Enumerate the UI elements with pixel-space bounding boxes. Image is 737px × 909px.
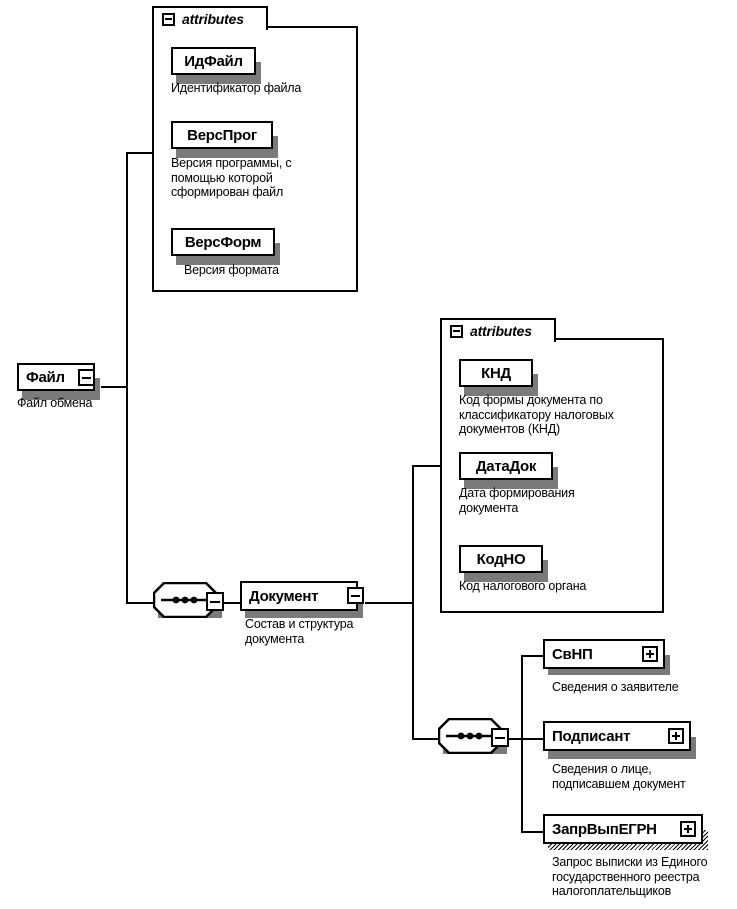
- node-dokument-toggle-minus-icon[interactable]: [347, 587, 364, 604]
- node-zaprvypegrn[interactable]: ЗапрВыпЕГРН: [543, 814, 703, 844]
- attributes-group-2-tab[interactable]: attributes: [440, 318, 556, 342]
- node-svnp-expand-plus-icon[interactable]: [642, 646, 658, 662]
- node-podpisant-label: Подписант: [552, 727, 631, 745]
- node-dokument-caption: Состав и структура документа: [245, 617, 354, 646]
- attr-node-datadok-label: ДатаДок: [475, 457, 537, 475]
- attr-node-knd-caption: Код формы документа по классификатору на…: [459, 393, 614, 436]
- connector-to-podpisant: [521, 738, 543, 740]
- node-podpisant-caption: Сведения о лице, подписавшем документ: [552, 762, 686, 791]
- attributes-group-1-tab-label: attributes: [182, 11, 244, 27]
- node-fail-label: Файл: [26, 368, 65, 386]
- attr-node-kodno-label: КодНО: [476, 550, 526, 568]
- node-fail-toggle-minus-icon[interactable]: [78, 369, 95, 386]
- node-zaprvypegrn-label: ЗапрВыпЕГРН: [552, 820, 657, 838]
- connector-trunk-2: [412, 465, 414, 740]
- attr-node-versform-label: ВерсФорм: [184, 233, 262, 251]
- connector-trunk-1: [126, 152, 128, 604]
- connector-to-svnp: [521, 655, 543, 657]
- attributes-group-2-tab-label: attributes: [470, 323, 532, 339]
- connector-to-sequence-1: [126, 602, 154, 604]
- attr-node-idfail-label: ИдФайл: [184, 52, 243, 70]
- attributes-group-2-minus-icon[interactable]: [450, 324, 463, 338]
- node-podpisant[interactable]: Подписант: [543, 721, 691, 751]
- attributes-group-1-minus-icon[interactable]: [162, 12, 175, 26]
- node-podpisant-expand-plus-icon[interactable]: [668, 728, 684, 744]
- connector-trunk-3: [521, 655, 523, 831]
- connector-to-attributes-2: [412, 465, 440, 467]
- attr-node-versprog[interactable]: ВерсПрог: [171, 121, 273, 149]
- attr-node-idfail-caption: Идентификатор файла: [171, 81, 302, 95]
- connector-to-sequence-2: [412, 738, 440, 740]
- node-dokument-label: Документ: [249, 587, 319, 605]
- attr-node-knd[interactable]: КНД: [459, 359, 533, 387]
- sequence-2-toggle-minus-icon[interactable]: [491, 728, 509, 747]
- attr-node-kodno[interactable]: КодНО: [459, 545, 543, 573]
- connector-sequence2-out: [508, 738, 523, 740]
- connector-document-out: [365, 602, 414, 604]
- attr-node-datadok-caption: Дата формирования документа: [459, 486, 575, 515]
- attr-node-versprog-label: ВерсПрог: [187, 126, 257, 144]
- node-fail-caption: Файл обмена: [17, 396, 93, 410]
- node-svnp-caption: Сведения о заявителе: [552, 680, 679, 694]
- attr-node-versform-caption: Верcия формата: [184, 263, 279, 277]
- attr-node-versprog-caption: Версия программы, с помощью которой сфор…: [171, 156, 292, 199]
- connector-root-out: [101, 386, 127, 388]
- connector-to-attributes-1: [126, 152, 154, 154]
- connector-sequence1-document: [222, 602, 240, 604]
- connector-to-zapr: [521, 831, 543, 833]
- attr-node-idfail[interactable]: ИдФайл: [171, 47, 256, 75]
- attr-node-knd-label: КНД: [481, 364, 511, 382]
- attr-node-kodno-caption: Код налогового органа: [459, 579, 587, 593]
- node-svnp[interactable]: СвНП: [543, 639, 665, 669]
- node-svnp-label: СвНП: [552, 645, 593, 663]
- node-zaprvypegrn-expand-plus-icon[interactable]: [680, 821, 696, 837]
- sequence-2-icon[interactable]: [438, 718, 502, 754]
- attributes-group-1-tab[interactable]: attributes: [152, 6, 268, 30]
- attr-node-versform[interactable]: ВерсФорм: [171, 228, 275, 256]
- node-dokument[interactable]: Документ: [240, 581, 358, 611]
- node-zaprvypegrn-caption: Запрос выписки из Единого государственно…: [552, 855, 708, 898]
- sequence-1-icon[interactable]: [153, 582, 217, 618]
- sequence-1-toggle-minus-icon[interactable]: [206, 592, 224, 611]
- attr-node-datadok[interactable]: ДатаДок: [459, 452, 553, 480]
